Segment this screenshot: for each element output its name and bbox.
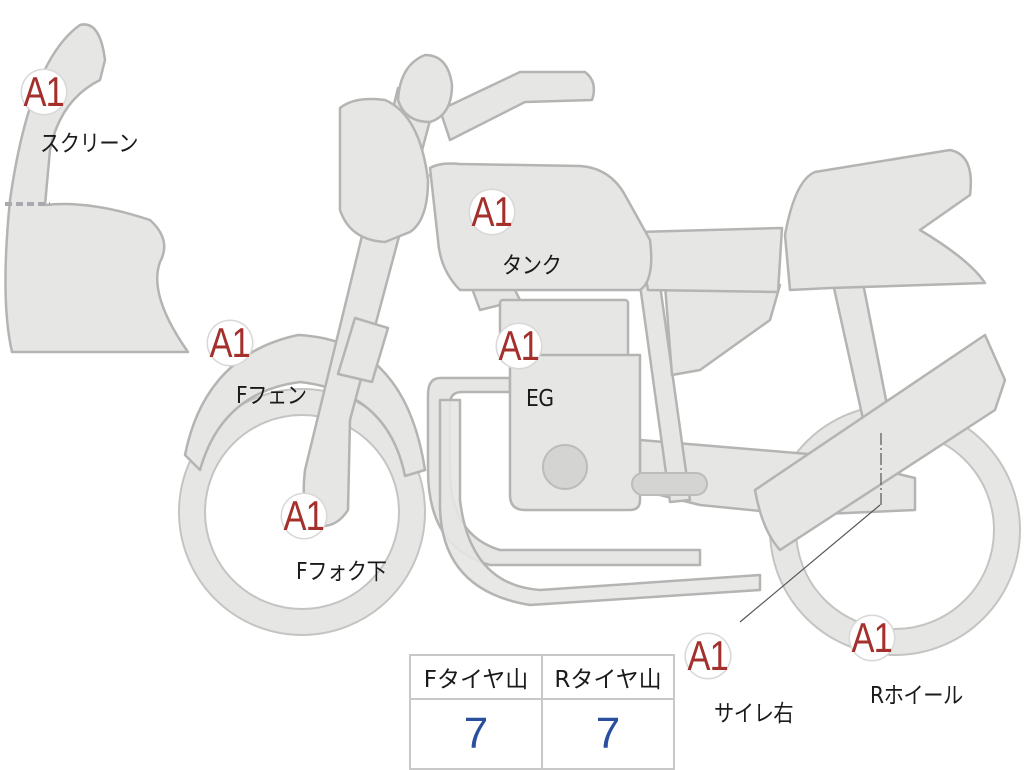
grade-badge-tank: A1 bbox=[470, 188, 514, 235]
label-front-fork-lower: Fフォク下 bbox=[296, 559, 387, 585]
label-engine: EG bbox=[526, 386, 554, 412]
tire-table-header-front: Fタイヤ山 bbox=[409, 654, 543, 700]
label-front-fender: Fフェン bbox=[236, 383, 307, 409]
label-screen: スクリーン bbox=[40, 131, 138, 157]
label-rear-wheel: Rホイール bbox=[870, 683, 963, 709]
muffler-callout-line bbox=[739, 504, 881, 623]
grade-badge-engine: A1 bbox=[497, 322, 541, 369]
tire-table-header-row: Fタイヤ山 Rタイヤ山 bbox=[409, 654, 675, 700]
grade-badge-front-fork-lower: A1 bbox=[282, 492, 326, 539]
grade-badge-front-fender: A1 bbox=[208, 319, 252, 366]
seat-front-part bbox=[636, 226, 784, 294]
headlight-part bbox=[338, 97, 430, 244]
seat-part bbox=[783, 148, 987, 292]
tire-table-value-row: 7 7 bbox=[409, 698, 675, 770]
exhaust-lower-part bbox=[438, 398, 762, 607]
grade-badge-rear-wheel: A1 bbox=[850, 614, 894, 661]
label-tank: タンク bbox=[502, 253, 562, 279]
footpeg-part bbox=[631, 472, 708, 496]
grade-badge-muffler-right: A1 bbox=[686, 632, 730, 679]
tire-table-value-rear: 7 bbox=[541, 698, 675, 770]
engine-cover bbox=[542, 444, 588, 490]
muffler-part bbox=[753, 333, 1007, 552]
fork-collar bbox=[336, 316, 390, 384]
tire-table-header-rear: Rタイヤ山 bbox=[541, 654, 675, 700]
front-wheel-part bbox=[179, 389, 425, 635]
tire-tread-table: Fタイヤ山 Rタイヤ山 7 7 bbox=[409, 654, 675, 770]
handlebar-part bbox=[438, 70, 596, 142]
label-muffler-right: サイレ右 bbox=[714, 701, 794, 727]
grade-badge-screen: A1 bbox=[22, 68, 66, 115]
mirror-part bbox=[396, 53, 454, 124]
side-cover-part bbox=[663, 283, 782, 377]
tire-table-value-front: 7 bbox=[409, 698, 543, 770]
